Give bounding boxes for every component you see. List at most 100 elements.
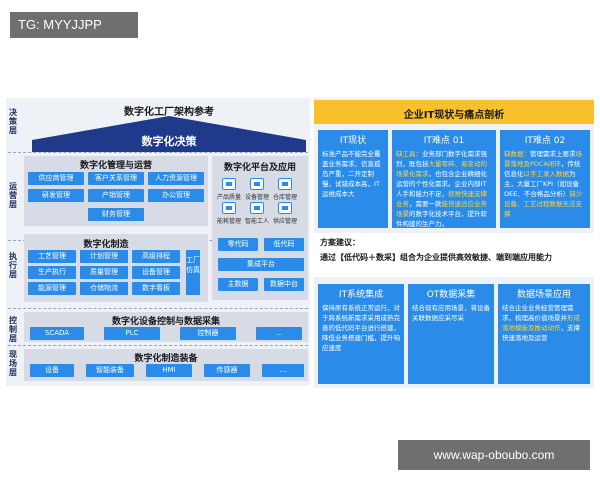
icon-label: 产品质量 (216, 194, 241, 201)
mgmt-item: 办公管理 (148, 189, 204, 202)
sol2-body: 结合现有应用场景，将设备关联数据应采尽采 (412, 304, 490, 322)
plan-title: 方案建议： (320, 238, 360, 247)
equip-title: 数字化制造装备 (134, 354, 198, 364)
mfg-item: 能源管理 (28, 282, 76, 295)
pain1-highlight: 能快速适应业务场景 (396, 200, 487, 218)
pain2-highlight: 缺少设备、工艺过程数据无法支撑 (504, 190, 583, 218)
it-status-body: 标准产品不能完全覆盖业务需求，信息孤岛严重，二开定制慢，试错成本高，IT运维成本… (322, 150, 381, 198)
pain2-body: 缺数据：管理需求上要求场景落地及PDCA闭环，传统信息化以手工录入数据为主，大量… (500, 146, 590, 222)
mfg-item: 工艺管理 (28, 250, 76, 263)
platform-item: 主数据 (218, 278, 258, 291)
layer-field: 现场层 (9, 350, 17, 377)
ctrl-title: 数字化设备控制与数据采集 (111, 317, 220, 327)
pain1-text: 业务部门数字化需求强烈，既包括 (396, 150, 487, 168)
pain1-highlight: 很难快速支撑业务 (396, 190, 487, 208)
layer-execution: 执行层 (9, 252, 17, 279)
mfg-title: 数字化制造 (83, 240, 129, 250)
pain1-text: 的数字化技术平台，提升软件构建的生产力。 (396, 210, 487, 228)
equip-item: 智能装备 (86, 364, 134, 377)
layer-operation: 运营层 (9, 182, 17, 209)
mgmt-title: 数字化管理与运营 (79, 161, 152, 171)
sol3-text: 结合企业业务经营管理需求，梳理高价值场景并 (502, 304, 574, 322)
sol1-card: IT系统集成 保持原有系统正常运行，对于跨系统新需求采用成熟完善的低代码平台进行… (318, 284, 404, 384)
mgmt-item: 人力资源管理 (148, 172, 204, 185)
mfg-item: 高级排程 (132, 250, 180, 263)
mgmt-item: 产销管理 (88, 189, 144, 202)
quality-icon (222, 178, 236, 190)
sol1-body: 保持原有系统正常运行，对于跨系统新需求采用成熟完善的低代码平台进行搭建，降低业务… (322, 304, 400, 352)
energy-icon (222, 202, 236, 214)
sol1-title: IT系统集成 (338, 290, 384, 300)
analysis-panel: 企业IT现状与痛点剖析 IT现状 标准产品不能完全覆盖业务需求，信息孤岛严重，二… (314, 98, 594, 388)
icon-label: 仓库管理 (272, 194, 297, 201)
pain2-text: 为主，大量工厂KPI（如设备OEE、不合格品分析） (504, 170, 580, 198)
decision-label: 数字化决策 (141, 135, 197, 148)
mfg-item: 生产执行 (28, 266, 76, 279)
architecture-panel: 决策层 运营层 执行层 控制层 现场层 数字化工厂架构参考 数字化决策 数字化管… (6, 98, 310, 386)
pain1-body: 缺工具：业务部门数字化需求强烈，既包括大量零碎、易变动的场景化需求，也包含企业精… (392, 146, 496, 232)
platform-item: 数据中台 (264, 278, 304, 291)
platform-item: 集成平台 (218, 258, 304, 271)
sol3-title: 数据场景应用 (516, 290, 571, 300)
factory-sim-box: 工厂仿真 (186, 250, 200, 295)
ctrl-item: SCADA (30, 327, 84, 340)
icon-label: 智能工人 (244, 218, 269, 225)
pain2-lead: 缺数据： (504, 150, 530, 158)
ctrl-item: 控制器 (180, 327, 236, 340)
supply-icon (278, 202, 292, 214)
mfg-item: 质量管理 (80, 266, 128, 279)
pain1-card: IT难点 01 缺工具：业务部门数字化需求强烈，既包括大量零碎、易变动的场景化需… (392, 130, 496, 228)
watermark: www.wap-oboubo.com (398, 440, 590, 470)
layer-decision: 决策层 (9, 108, 17, 135)
it-status-card: IT现状 标准产品不能完全覆盖业务需求，信息孤岛严重，二开定制慢，试错成本高，I… (318, 130, 388, 228)
equip-item: 传感器 (204, 364, 250, 377)
plan-body: 通过【低代码＋数采】组合为企业提供高效敏捷、端到端应用能力 (320, 253, 552, 262)
sol3-text: ，支撑快速落地及运营 (502, 324, 580, 342)
mgmt-item: 客户关系管理 (88, 172, 144, 185)
pain2-text: 管理需求上要求 (530, 150, 576, 158)
sol2-title: OT数据采集 (426, 290, 476, 300)
mfg-item: 计划管理 (80, 250, 128, 263)
plan-box: 方案建议： 通过【低代码＋数采】组合为企业提供高效敏捷、端到端应用能力 (314, 233, 594, 277)
icon-label: 能耗管理 (216, 218, 241, 225)
platform-item: 零代码 (218, 238, 258, 251)
divider (8, 152, 308, 153)
equip-item: ... (262, 364, 304, 377)
top-tag: TG: MYYJJPP (10, 12, 138, 38)
sol3-body: 结合企业业务经营管理需求，梳理高价值场景并形成落地模板及推动动作，支撑快速落地及… (498, 300, 590, 346)
pain2-text: ，传统信息化 (504, 160, 581, 178)
worker-icon (250, 202, 264, 214)
icon-label: 供应管理 (272, 218, 297, 225)
mgmt-item: 财务管理 (88, 208, 144, 221)
equip-item: 设备 (30, 364, 74, 377)
mgmt-item: 供应商管理 (28, 172, 84, 185)
pain1-highlight: 大量零碎、易变动的场景化需求 (396, 160, 487, 178)
mgmt-item: 研发管理 (28, 189, 84, 202)
divider (8, 345, 308, 346)
it-status-title: IT现状 (339, 136, 367, 146)
analysis-banner (314, 100, 594, 124)
icon-label: 设备管理 (244, 194, 269, 201)
mfg-item: 仓储物流 (80, 282, 128, 295)
sol3-highlight: 形成落地模板及推动动作 (502, 314, 580, 332)
equipment-icon (250, 178, 264, 190)
architecture-title: 数字化工厂架构参考 (124, 107, 214, 118)
warehouse-icon (278, 178, 292, 190)
sol2-card: OT数据采集 结合现有应用场景，将设备关联数据应采尽采 (408, 284, 494, 384)
mfg-item: 数字看板 (132, 282, 180, 295)
analysis-title: 企业IT现状与痛点剖析 (403, 110, 505, 121)
ctrl-item: PLC (104, 327, 160, 340)
pain1-text: ，也包含企业精细化运营的个性化需求。企业内部IT人手和能力不足， (396, 170, 487, 198)
layer-control: 控制层 (9, 316, 17, 343)
platform-item: 低代码 (264, 238, 304, 251)
pain2-card: IT难点 02 缺数据：管理需求上要求场景落地及PDCA闭环，传统信息化以手工录… (500, 130, 590, 228)
ctrl-item: ... (256, 327, 302, 340)
pain2-highlight: 场景落地及PDCA闭环 (504, 150, 582, 168)
pain1-text: ，需要一款 (409, 200, 442, 208)
mfg-item: 设备管理 (132, 266, 180, 279)
platform-title: 数字化平台及应用 (223, 163, 296, 173)
pain2-highlight: 以手工录入数据 (523, 170, 570, 178)
sol3-card: 数据场景应用 结合企业业务经营管理需求，梳理高价值场景并形成落地模板及推动动作，… (498, 284, 590, 384)
pain2-title: IT难点 02 (524, 136, 566, 146)
decision-roof (32, 116, 306, 152)
